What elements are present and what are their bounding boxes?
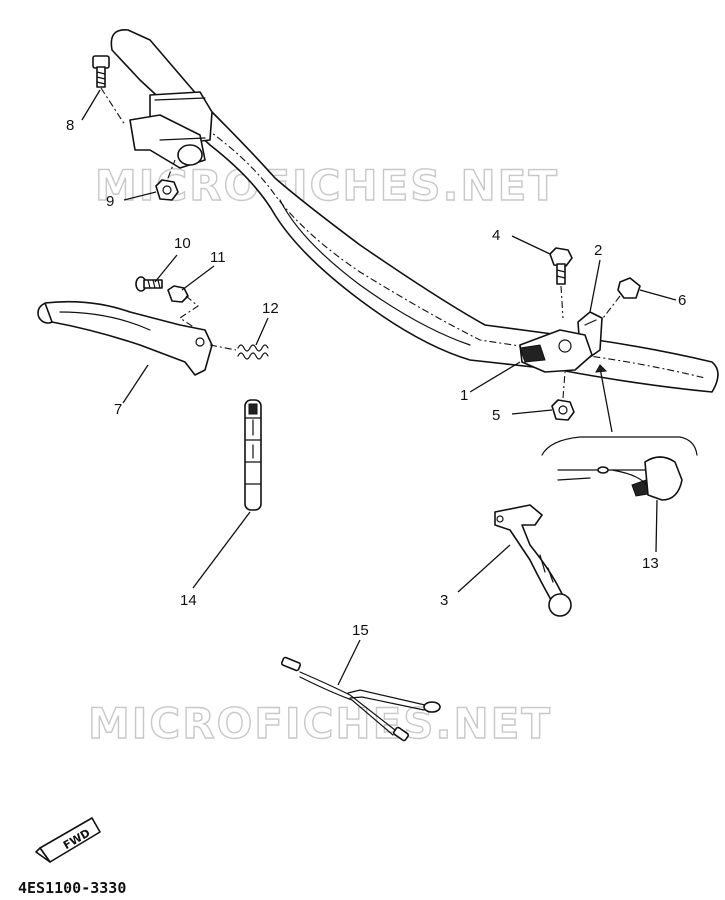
leader-12 — [255, 317, 269, 346]
leader-8 — [81, 89, 101, 121]
leader-4 — [511, 235, 551, 255]
leader-2 — [589, 259, 601, 313]
bolt-part-4[interactable] — [549, 247, 573, 319]
switch-part-13[interactable] — [557, 456, 683, 501]
clutch-lever-part-3[interactable] — [494, 504, 572, 617]
leader-13 — [655, 499, 658, 553]
callout-14: 14 — [180, 592, 197, 609]
band-part-14[interactable] — [244, 399, 262, 511]
callout-13: 13 — [642, 555, 659, 572]
leader-3 — [457, 544, 511, 593]
leader-5 — [511, 409, 553, 415]
leader-1 — [469, 361, 521, 393]
nut-part-9[interactable] — [155, 159, 179, 201]
locknut-part-11[interactable] — [167, 285, 199, 329]
callout-12: 12 — [262, 300, 279, 317]
leader-10 — [154, 254, 178, 283]
callout-6: 6 — [678, 292, 686, 309]
leader-6 — [639, 289, 677, 301]
callout-9: 9 — [106, 193, 114, 210]
callout-8: 8 — [66, 117, 74, 134]
switch-detail-callout — [541, 364, 698, 456]
callout-5: 5 — [492, 407, 500, 424]
callout-7: 7 — [114, 401, 122, 418]
bolt-part-8[interactable] — [92, 55, 126, 126]
callout-3: 3 — [440, 592, 448, 609]
handlebar[interactable] — [110, 29, 719, 393]
leader-14 — [192, 511, 251, 589]
cable-part-15[interactable] — [280, 656, 441, 742]
callout-4: 4 — [492, 227, 500, 244]
callout-15: 15 — [352, 622, 369, 639]
callout-10: 10 — [174, 235, 191, 252]
callout-1: 1 — [460, 387, 468, 404]
callout-2: 2 — [594, 242, 602, 259]
brake-lever-part-7[interactable] — [37, 300, 213, 376]
nut-part-5[interactable] — [551, 371, 575, 421]
brake-master-cylinder[interactable] — [129, 91, 213, 169]
diagram-code: 4ES1100-3330 — [18, 879, 126, 897]
screw-part-10[interactable] — [135, 276, 163, 292]
spring-part-12[interactable] — [209, 344, 269, 360]
leader-9 — [123, 191, 157, 201]
callout-11: 11 — [210, 249, 226, 266]
watermark-bottom: MICROFICHES.NET — [88, 699, 552, 748]
leader-15 — [337, 639, 361, 686]
screw-part-6[interactable] — [602, 277, 641, 319]
fwd-direction-badge: FWD — [35, 817, 101, 863]
leader-11 — [181, 265, 215, 291]
lever-holder-part-1[interactable] — [519, 329, 593, 373]
leader-7 — [122, 364, 149, 404]
